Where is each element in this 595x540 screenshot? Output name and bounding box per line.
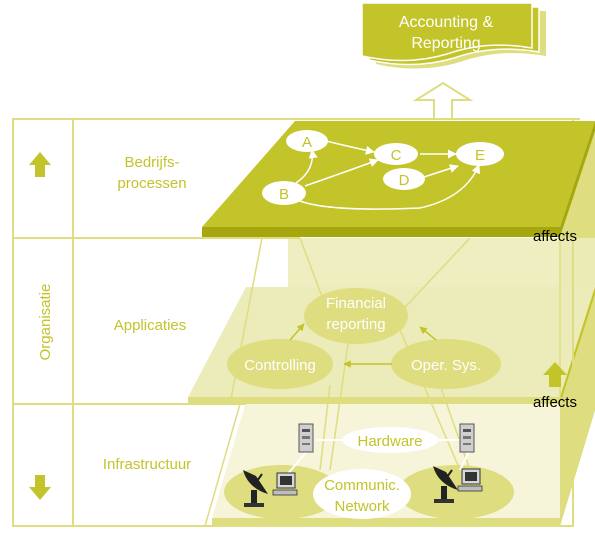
application-controlling: Controlling [227, 339, 333, 389]
svg-text:Oper. Sys.: Oper. Sys. [411, 357, 481, 374]
svg-text:Communic.: Communic. [324, 477, 400, 494]
hardware-links [285, 439, 471, 477]
satellite-dish-icon [433, 466, 458, 503]
svg-text:reporting: reporting [326, 316, 385, 333]
application-backdrop [288, 238, 595, 287]
satellite-dish-icon [243, 470, 268, 507]
server-icon [298, 423, 314, 453]
process-node-b: B [262, 181, 306, 205]
application-flow-arrows [289, 323, 437, 368]
svg-text:B: B [279, 186, 289, 203]
svg-text:Financial: Financial [326, 295, 386, 312]
svg-text:C: C [391, 147, 402, 164]
arrow-up-icon [543, 196, 567, 221]
process-node-d: D [383, 168, 425, 190]
network-box: Communic. Network [313, 469, 411, 519]
computer-icon [272, 472, 298, 496]
svg-text:Controlling: Controlling [244, 357, 316, 374]
arrow-up-icon [543, 362, 567, 387]
application-oper-sys: Oper. Sys. [391, 339, 501, 389]
process-graph-edges [295, 140, 480, 210]
svg-text:D: D [399, 172, 410, 189]
output-line-1: Accounting & [399, 14, 494, 31]
computer-icon [457, 468, 483, 492]
affects-label-upper: affects [533, 228, 577, 245]
process-layer-label-1: Bedrijfs- [124, 154, 179, 171]
hardware-box: Hardware [342, 427, 438, 453]
applications-layer-label: Applicaties [114, 317, 187, 334]
process-node-c: C [374, 143, 418, 165]
report-document-stack: Accounting & Reporting [361, 2, 546, 69]
svg-text:E: E [475, 147, 485, 164]
application-financial-reporting: Financial reporting [304, 288, 408, 344]
svg-text:A: A [302, 134, 312, 151]
process-layer-label-2: processen [117, 175, 186, 192]
arrow-down-icon [29, 475, 51, 500]
svg-text:Network: Network [334, 498, 390, 515]
server-icon [459, 423, 475, 453]
side-label: Organisatie [37, 284, 54, 361]
process-node-e: E [456, 142, 504, 166]
svg-text:Hardware: Hardware [357, 433, 422, 450]
output-arrow [412, 81, 474, 120]
output-line-2: Reporting [411, 35, 480, 52]
affects-label-lower: affects [533, 394, 577, 411]
arrow-up-icon [29, 152, 51, 177]
process-node-a: A [286, 130, 328, 152]
infrastructure-layer-label: Infrastructuur [103, 456, 191, 473]
